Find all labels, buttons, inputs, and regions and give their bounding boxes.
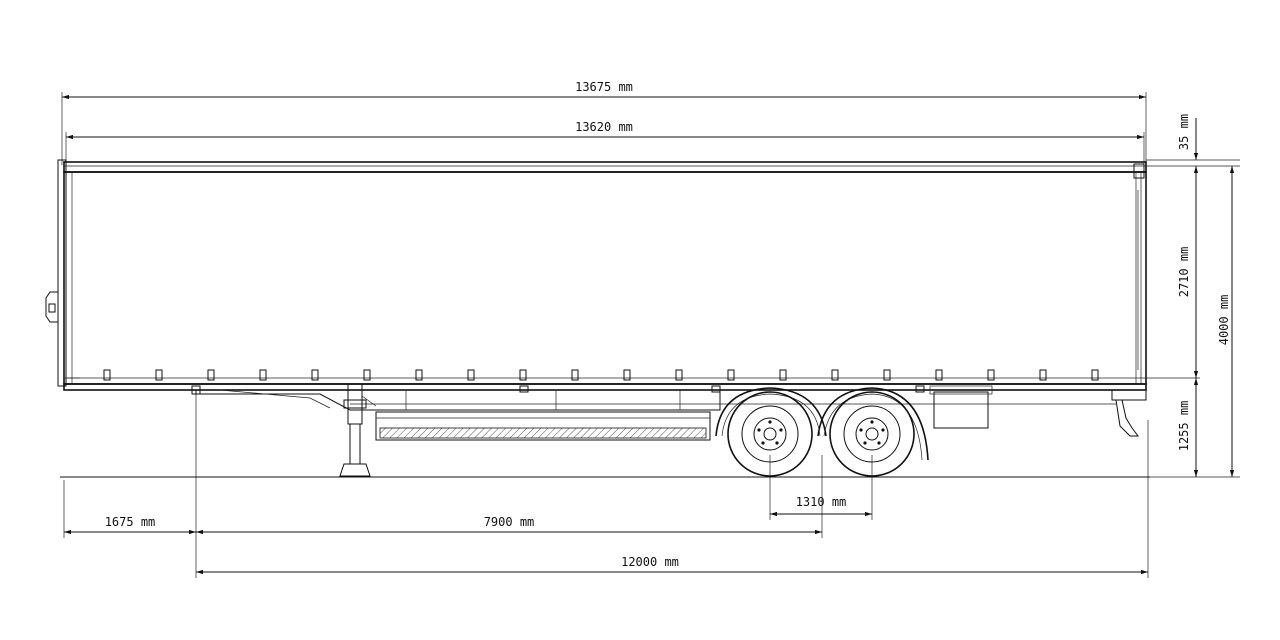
wheel-front bbox=[727, 391, 813, 477]
axle-group bbox=[715, 387, 929, 477]
curtain-buckles bbox=[103, 369, 1099, 381]
dim-side-height-label: 2710 mm bbox=[1177, 247, 1191, 298]
dim-overall-length-label: 13675 mm bbox=[575, 80, 633, 94]
dim-body-length-label: 13620 mm bbox=[575, 120, 633, 134]
dim-axle-spacing-label: 1310 mm bbox=[796, 495, 847, 509]
dim-bottom-group: 1310 mm 1675 mm 7900 mm 12000 mm bbox=[63, 392, 1149, 578]
dim-deck-height-label: 1255 mm bbox=[1177, 401, 1191, 452]
dim-total-height-label: 4000 mm bbox=[1217, 295, 1231, 346]
trailer-body bbox=[45, 159, 1147, 391]
dim-vertical-group: 35 mm 2710 mm 1255 mm 4000 mm bbox=[1146, 114, 1240, 478]
dim-overall-length: 13675 mm bbox=[61, 80, 1147, 165]
dim-body-length: 13620 mm bbox=[65, 120, 1145, 165]
dim-front-overhang-label: 1675 mm bbox=[105, 515, 156, 529]
chassis bbox=[191, 383, 1147, 477]
dim-12000-label: 12000 mm bbox=[621, 555, 679, 569]
dim-kingpin-axle-label: 7900 mm bbox=[484, 515, 535, 529]
dim-roof-label: 35 mm bbox=[1177, 114, 1191, 150]
wheel-rear bbox=[829, 391, 915, 477]
